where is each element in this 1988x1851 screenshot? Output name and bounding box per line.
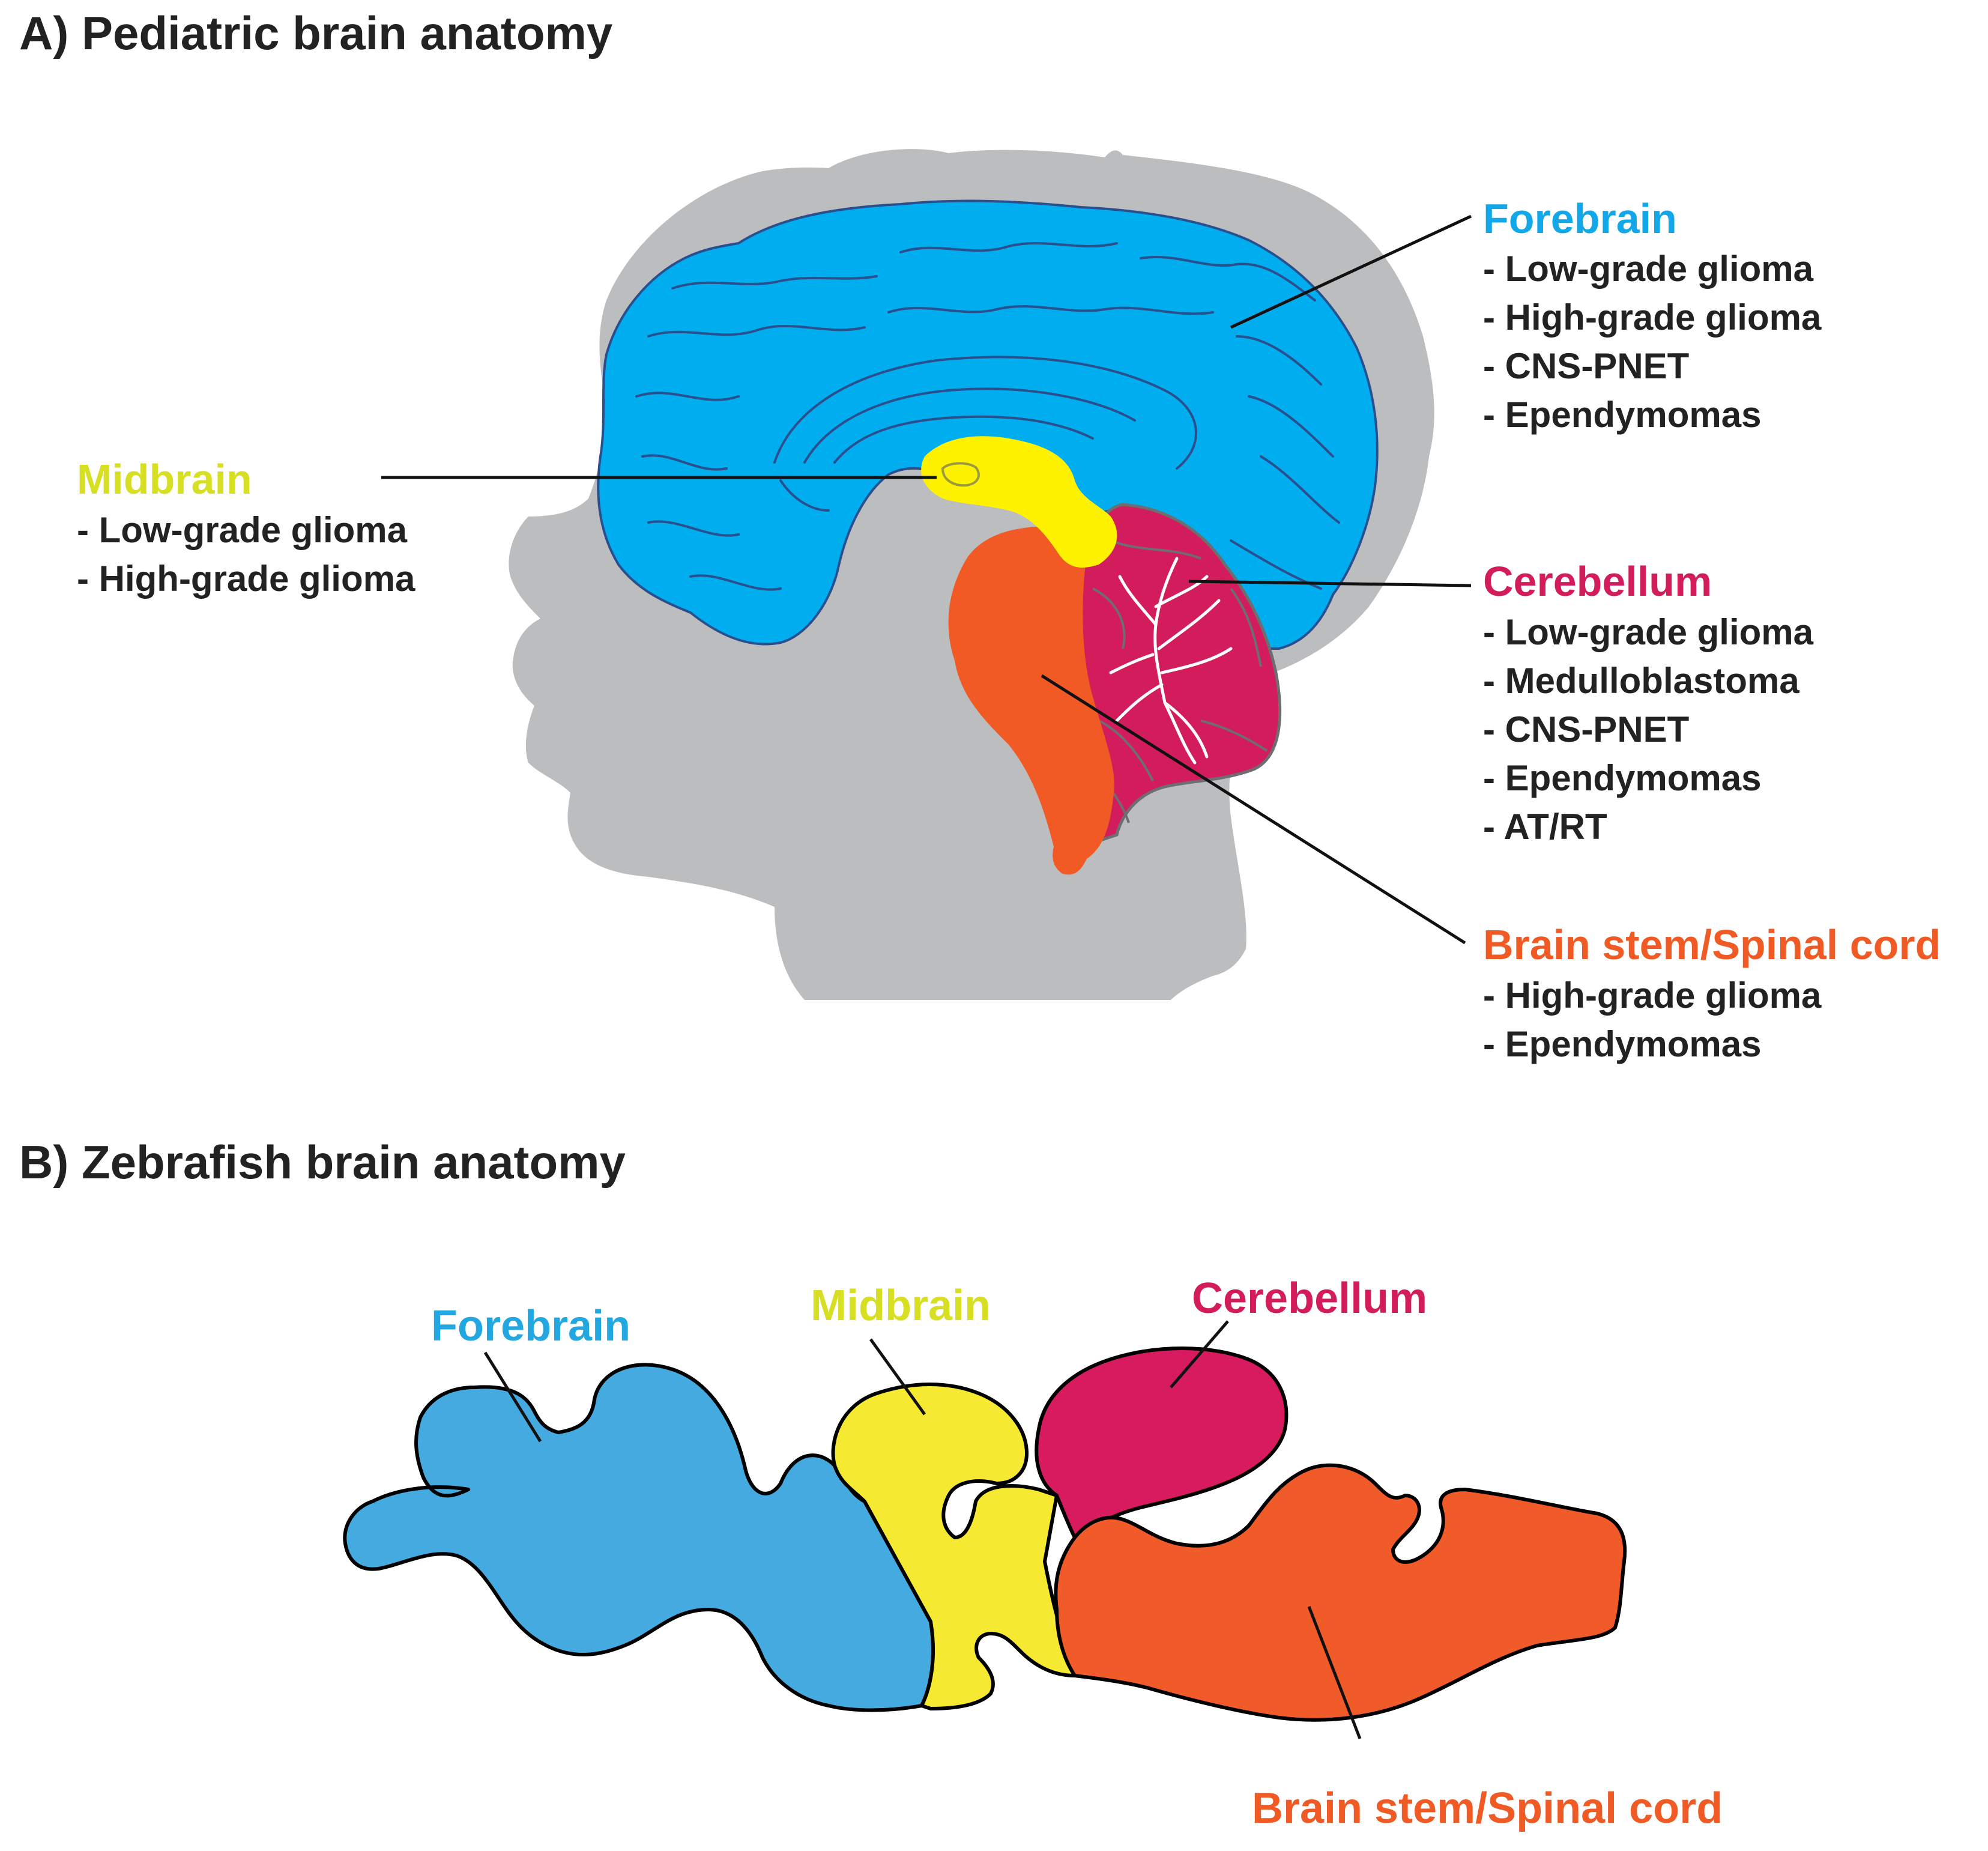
zebrafish-midbrain-leader [869,1338,926,1416]
cerebellum-item-4: - Ependymomas [1483,758,1761,798]
cerebellum-arbor-vitae [1109,557,1233,765]
cerebellum-leader-line [1188,580,1472,587]
midbrain-item-1: - Low-grade glioma [77,510,408,550]
cerebellum-item-2: - Medulloblastoma [1483,661,1799,701]
zebrafish-brain-illustration [343,1347,1627,1722]
brainstem-item-2: - Ependymomas [1483,1024,1761,1064]
cerebellum-legend: Cerebellum - Low-grade glioma - Medullob… [1483,558,1814,847]
zebrafish-cerebellum-label: Cerebellum [1192,1274,1427,1322]
forebrain-item-2: - High-grade glioma [1483,297,1822,338]
brainstem-item-1: - High-grade glioma [1483,975,1822,1016]
zebrafish-forebrain-label: Forebrain [431,1302,630,1350]
forebrain-heading: Forebrain [1483,195,1677,242]
zebrafish-cerebellum-shape [1035,1347,1289,1539]
zebrafish-midbrain-shape [831,1383,1077,1710]
zebrafish-brainstem-shape [1054,1463,1627,1722]
forebrain-legend: Forebrain - Low-grade glioma - High-grad… [1483,195,1822,435]
midbrain-legend: Midbrain - Low-grade glioma - High-grade… [77,456,415,599]
cerebellum-heading: Cerebellum [1483,558,1712,605]
zebrafish-brainstem-leader [1307,1606,1362,1739]
cerebellum-item-3: - CNS-PNET [1483,709,1689,750]
zebrafish-midbrain-label: Midbrain [811,1282,991,1330]
panel-a-title: A) Pediatric brain anatomy [19,7,612,59]
zebrafish-brainstem-label: Brain stem/Spinal cord [1252,1784,1723,1832]
forebrain-item-3: - CNS-PNET [1483,346,1689,386]
cerebellum-item-1: - Low-grade glioma [1483,612,1814,652]
cerebellum-item-5: - AT/RT [1483,807,1607,847]
midbrain-shape [921,436,1117,568]
zebrafish-cerebellum-leader [1170,1320,1229,1389]
midbrain-heading: Midbrain [77,456,252,503]
panel-b-title: B) Zebrafish brain anatomy [19,1136,626,1189]
brainstem-leader-line [1041,674,1466,945]
forebrain-gyri [635,242,1340,591]
zebrafish-forebrain-leader [483,1351,542,1443]
brainstem-shape [948,526,1114,875]
forebrain-item-1: - Low-grade glioma [1483,249,1814,289]
midbrain-inner-ring [941,462,980,487]
brainstem-legend: Brain stem/Spinal cord - High-grade glio… [1483,921,1941,1064]
pediatric-head-illustration [509,149,1434,1001]
forebrain-item-4: - Ependymomas [1483,395,1761,435]
midbrain-item-2: - High-grade glioma [77,559,415,599]
cerebellum-folia [1092,539,1268,823]
brainstem-heading: Brain stem/Spinal cord [1483,921,1941,968]
forebrain-leader-line [1230,214,1472,329]
